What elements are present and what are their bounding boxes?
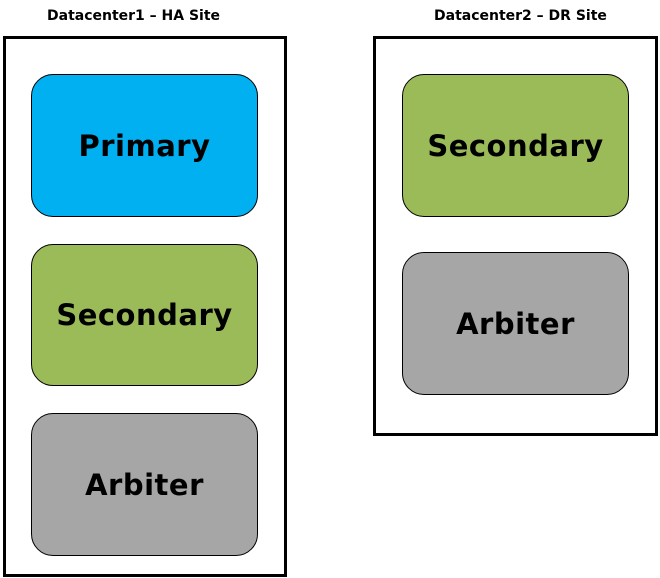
node-label: Arbiter [456, 306, 575, 341]
node-label: Primary [78, 128, 211, 163]
datacenter1-arbiter-node: Arbiter [31, 413, 258, 556]
datacenter1-title: Datacenter1 – HA Site [47, 8, 221, 24]
datacenter1-primary-node: Primary [31, 74, 258, 217]
node-label: Secondary [427, 128, 604, 163]
datacenter2-title: Datacenter2 – DR Site [434, 8, 607, 24]
datacenter2-secondary-node: Secondary [402, 74, 629, 217]
datacenter2-arbiter-node: Arbiter [402, 252, 629, 395]
node-label: Secondary [56, 298, 233, 332]
node-label: Arbiter [85, 467, 204, 502]
datacenter1-secondary-node: Secondary [31, 244, 258, 386]
